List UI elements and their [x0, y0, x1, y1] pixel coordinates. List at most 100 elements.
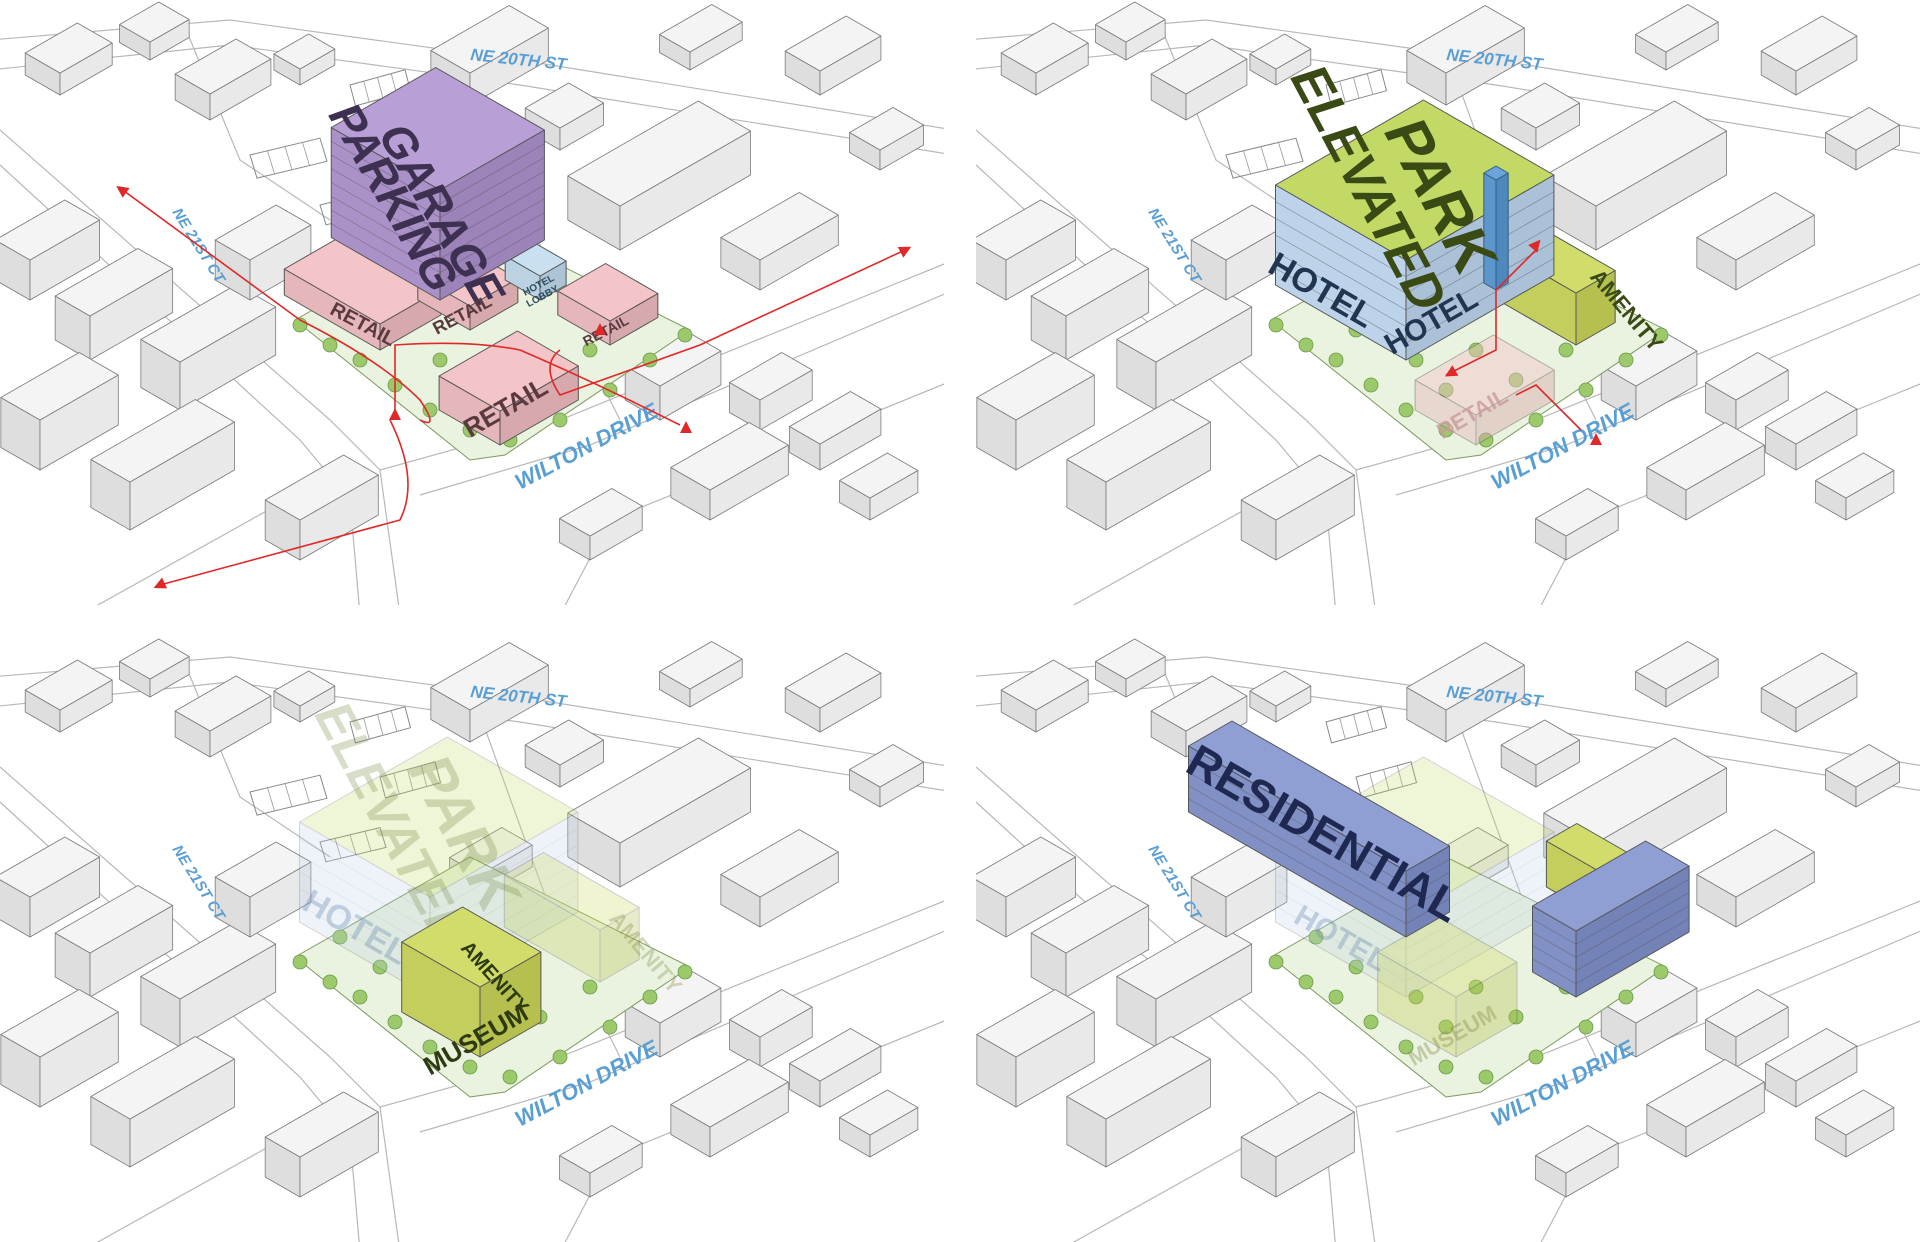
context-building: [140, 284, 277, 411]
tree-icon: [1438, 422, 1454, 438]
circulation-route: [1445, 249, 1582, 431]
residential-wing-long: [1188, 720, 1450, 938]
road-edge: [976, 656, 1920, 766]
context-building: [430, 642, 549, 743]
retail-block-faded: [1414, 334, 1555, 446]
context-building: [1765, 1028, 1858, 1108]
context-building: [789, 1028, 882, 1108]
context-building: [24, 22, 113, 96]
tree-icon: [1398, 1039, 1414, 1055]
tree-icon: [1653, 964, 1669, 980]
tree-icon: [372, 959, 388, 975]
tree-icon: [582, 979, 598, 995]
context-building: [1066, 1036, 1211, 1168]
retail-block-d: [438, 330, 579, 446]
context-building: [119, 1, 190, 61]
tree-icon: [552, 412, 568, 428]
context-building: [670, 1059, 789, 1158]
route-arrow-icon: [1590, 433, 1602, 445]
tree-icon: [1578, 1019, 1594, 1035]
context-building: [54, 248, 174, 361]
tree-icon: [1328, 989, 1344, 1005]
route-arrow-icon: [389, 408, 401, 420]
context-building: [784, 652, 882, 733]
amenity-block-faded: [503, 852, 640, 983]
context-building: [0, 199, 100, 301]
tree-icon: [1653, 327, 1669, 343]
parking-lot: [1225, 137, 1304, 179]
route-arrow-icon: [116, 185, 130, 198]
context-building: [624, 967, 722, 1058]
context-building: [1249, 33, 1312, 86]
tree-icon: [1328, 352, 1344, 368]
tree-icon: [1348, 959, 1364, 975]
tree-icon: [1478, 432, 1494, 448]
circulation-route: [549, 249, 906, 396]
context-building: [559, 1125, 643, 1198]
context-building: [976, 989, 1095, 1108]
context-building: [720, 192, 839, 291]
context-building: [119, 638, 190, 698]
context-building: [264, 1091, 379, 1198]
context-building: [839, 452, 919, 521]
context-building: [567, 737, 751, 888]
context-building: [1646, 1059, 1765, 1158]
context-building: [1815, 1089, 1895, 1158]
context-building: [54, 885, 174, 998]
context-building: [140, 921, 277, 1048]
tree-icon: [1268, 954, 1284, 970]
parking-lot: [1325, 69, 1388, 107]
tree-icon: [432, 352, 448, 368]
tree-icon: [422, 402, 438, 418]
tree-icon: [677, 327, 693, 343]
tree-icon: [582, 342, 598, 358]
context-building: [0, 352, 119, 471]
tree-icon: [552, 1049, 568, 1065]
tree-icon: [422, 1039, 438, 1055]
context-building: [729, 352, 813, 431]
context-building: [976, 352, 1095, 471]
context-building: [0, 989, 119, 1108]
route-arrow-icon: [680, 421, 692, 433]
road-edge: [1395, 930, 1920, 1133]
context-building: [1000, 22, 1089, 96]
context-building: [1116, 284, 1253, 411]
tree-icon: [1298, 974, 1314, 990]
context-building: [1500, 82, 1580, 151]
tree-icon: [1618, 352, 1634, 368]
tree-icon: [602, 1019, 618, 1035]
context-building: [174, 38, 272, 121]
context-building: [559, 488, 643, 561]
circulation-route: [394, 342, 681, 426]
context-building: [1095, 638, 1166, 698]
context-building: [1000, 659, 1089, 733]
context-building: [1150, 38, 1248, 121]
road-edge: [1395, 293, 1920, 496]
tree-icon: [1398, 402, 1414, 418]
context-building: [1760, 15, 1858, 96]
context-building: [1600, 330, 1698, 421]
context-building: [273, 33, 336, 86]
context-building: [1535, 488, 1619, 561]
tree-icon: [352, 989, 368, 1005]
context-building: [849, 107, 924, 171]
tree-icon: [1528, 1049, 1544, 1065]
context-building: [1190, 204, 1288, 301]
context-building: [273, 670, 336, 723]
tree-icon: [1508, 372, 1524, 388]
tree-icon: [1268, 317, 1284, 333]
context-building: [1696, 192, 1815, 291]
tree-icon: [1308, 929, 1324, 945]
tree-icon: [1468, 342, 1484, 358]
tree-icon: [1468, 979, 1484, 995]
tree-icon: [1578, 382, 1594, 398]
hotel-block: [1275, 99, 1555, 361]
context-building: [720, 829, 839, 928]
